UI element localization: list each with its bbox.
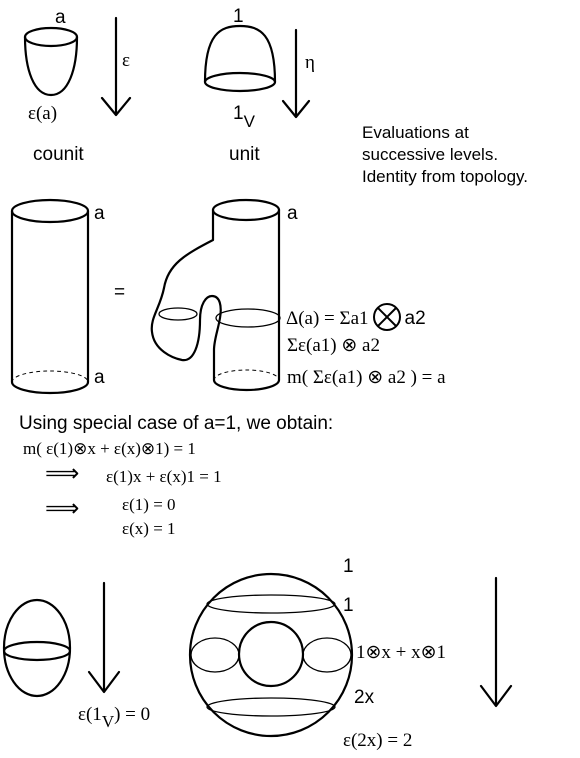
derivation-line-2: ε(1)x + ε(x)1 = 1 — [106, 467, 222, 486]
counit-caption: counit — [33, 144, 84, 165]
counit-arrow — [100, 16, 132, 117]
unit-cap — [203, 24, 277, 93]
torus-top-label-1: 1 — [343, 556, 354, 577]
torus-result: ε(2x) = 2 — [343, 730, 413, 751]
coproduct-prefix: Δ(a) = Σa1 — [286, 308, 369, 330]
torus-mid-label: 1⊗x + x⊗1 — [356, 642, 447, 663]
coproduct-formula: Δ(a) = Σa1 a2 — [286, 303, 426, 335]
level2-formula: Σε(a1) ⊗ a2 — [287, 335, 380, 356]
sphere-result-sub: V — [101, 712, 115, 731]
cylinder-bottom-label: a — [94, 367, 105, 388]
sphere-result-prefix: ε(1 — [78, 704, 102, 725]
derivation-line-3: ε(1) = 0 — [122, 495, 176, 514]
note-line-3: Identity from topology. — [362, 167, 528, 186]
implies-arrow-2: ⟹ — [45, 495, 80, 522]
unit-caption: unit — [229, 144, 260, 165]
cylinder-top-label: a — [94, 203, 105, 224]
counit-result: ε(a) — [28, 103, 58, 124]
unit-result-base: 1 — [233, 103, 244, 124]
identity-cylinder — [10, 198, 90, 395]
note-line-2: successive levels. — [362, 145, 499, 164]
derivation-intro: Using special case of a=1, we obtain: — [19, 413, 334, 434]
derivation-line-4: ε(x) = 1 — [122, 519, 176, 538]
tensor-circle-icon — [372, 303, 401, 331]
torus-top-label-2: 1 — [343, 595, 354, 616]
evaluation-note: Evaluations at successive levels. Identi… — [362, 122, 528, 188]
comultiplication-surface — [150, 198, 281, 392]
equals-sign: = — [114, 282, 126, 303]
level3-formula: m( Σε(a1) ⊗ a2 ) = a — [287, 367, 446, 388]
implies-arrow-1: ⟹ — [45, 460, 80, 487]
surface-top-label: a — [287, 203, 298, 224]
torus-arrow — [479, 576, 513, 708]
unit-result-sub: V — [243, 112, 255, 131]
unit-result: 1V — [233, 103, 255, 130]
coproduct-suffix: a2 — [404, 308, 426, 330]
sphere — [2, 598, 72, 698]
unit-arrow — [281, 28, 311, 119]
sphere-result-suffix: ) = 0 — [114, 704, 151, 725]
counit-top-label: a — [55, 7, 66, 28]
note-line-1: Evaluations at — [362, 123, 469, 142]
torus-low-label: 2x — [354, 687, 375, 708]
counit-arrow-label: ε — [122, 50, 130, 71]
torus-sphere — [188, 572, 354, 738]
sphere-arrow — [87, 581, 121, 694]
unit-top-label: 1 — [233, 6, 244, 27]
unit-arrow-label: η — [305, 52, 315, 73]
derivation-line-1: m( ε(1)⊗x + ε(x)⊗1) = 1 — [23, 439, 196, 458]
counit-cup — [23, 26, 79, 97]
sphere-result: ε(1V) = 0 — [78, 704, 151, 730]
